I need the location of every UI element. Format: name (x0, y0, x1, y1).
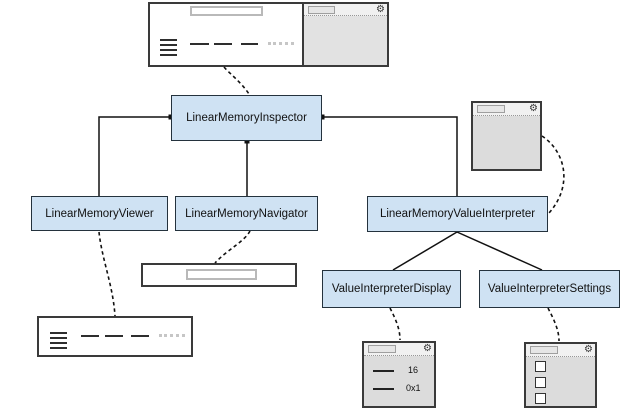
node-label: LinearMemoryValueInterpreter (379, 208, 536, 220)
header-input-sketch (308, 6, 335, 14)
byte-dash-sketch (190, 43, 209, 45)
address-input-sketch (186, 269, 257, 280)
edge-inspector-viewer (98, 116, 171, 196)
edge-inspector-interpreter (322, 116, 458, 196)
byte-dash-sketch (241, 43, 258, 45)
gear-icon: ⚙ (376, 4, 385, 15)
gear-icon: ⚙ (529, 103, 538, 114)
dashed-link-display-mockup (389, 307, 401, 341)
edge-interpreter-settings (456, 231, 543, 271)
node-linear-memory-viewer: LinearMemoryViewer (31, 196, 168, 231)
node-label: ValueInterpreterDisplay (331, 283, 452, 295)
byte-dash-sketch (81, 335, 99, 337)
checkbox-sketch (535, 393, 546, 404)
value-line-sketch (373, 388, 394, 390)
dashed-link-settings-mockup (547, 307, 560, 342)
pane-header-sketch: ⚙ (304, 4, 387, 16)
dashed-link-viewer-mockup (98, 231, 116, 317)
byte-dash-sketch (214, 43, 232, 45)
ascii-dots-sketch (159, 334, 185, 337)
gear-icon: ⚙ (423, 343, 432, 354)
node-value-interpreter-display: ValueInterpreterDisplay (322, 270, 461, 308)
node-linear-memory-navigator: LinearMemoryNavigator (175, 196, 318, 231)
ascii-dots-sketch (268, 42, 294, 45)
header-input-sketch (477, 105, 505, 113)
viewer-mockup (37, 316, 193, 357)
header-input-sketch (368, 345, 396, 353)
node-label: ValueInterpreterSettings (487, 283, 612, 295)
byte-dash-sketch (105, 335, 123, 337)
dashed-link-navigator-mockup (214, 230, 251, 264)
window-header-sketch: ⚙ (526, 344, 595, 357)
menu-icon (160, 39, 177, 59)
checkbox-sketch (535, 377, 546, 388)
edge-interpreter-display (392, 231, 458, 271)
window-header-sketch: ⚙ (364, 343, 434, 356)
checkbox-sketch (535, 361, 546, 372)
node-value-interpreter-settings: ValueInterpreterSettings (479, 270, 620, 308)
node-linear-memory-inspector: LinearMemoryInspector (171, 95, 322, 141)
memory-inspector-mockup: ⚙ (148, 2, 389, 67)
address-input-sketch (190, 6, 263, 16)
menu-icon (50, 332, 67, 352)
node-linear-memory-value-interpreter: LinearMemoryValueInterpreter (367, 196, 548, 232)
value-text: 0x1 (406, 383, 421, 393)
dashed-link-topmockup-inspector (223, 66, 250, 95)
memory-viewer-pane-sketch (150, 4, 302, 65)
settings-window-mockup: ⚙ (524, 342, 597, 408)
value-line-sketch (373, 370, 394, 372)
interpreter-window-mockup: ⚙ (471, 101, 542, 171)
value-text: 16 (408, 365, 419, 375)
navigator-mockup (141, 263, 297, 287)
byte-dash-sketch (131, 335, 149, 337)
window-header-sketch: ⚙ (473, 103, 540, 116)
node-label: LinearMemoryInspector (186, 112, 307, 124)
header-input-sketch (530, 346, 558, 354)
node-label: LinearMemoryViewer (45, 207, 154, 220)
display-window-mockup: ⚙ 16 0x1 (362, 341, 436, 408)
interpreter-pane-sketch: ⚙ (302, 4, 387, 65)
node-label: LinearMemoryNavigator (185, 207, 308, 220)
gear-icon: ⚙ (584, 344, 593, 355)
